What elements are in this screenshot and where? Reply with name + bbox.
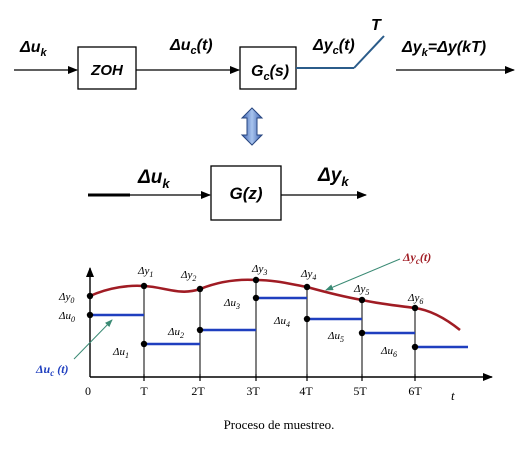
u4-label: Δu4 [273, 315, 290, 329]
zoh-label: ZOH [90, 62, 124, 79]
y2-label: Δy2 [180, 269, 196, 283]
u6-label: Δu6 [380, 345, 397, 359]
tick-label-T: T [140, 384, 148, 398]
top-input-label: Δuk [19, 39, 48, 59]
tick-label-4T: 4T [299, 384, 313, 398]
y6-label: Δy6 [407, 292, 423, 306]
x-tick-labels: 0 T 2T 3T 4T 5T 6T [85, 384, 422, 398]
y-sample-labels: Δy1 Δy2 Δy3 Δy4 Δy5 Δy6 [137, 263, 423, 306]
gz-block [210, 165, 282, 221]
x-ticks [143, 374, 416, 381]
sampling-plot: Δy0 Δu0 Δy1 Δy2 Δy3 Δy4 Δy5 Δy6 Δu1 Δu2 … [35, 250, 493, 403]
uc-steps [90, 296, 468, 349]
x-axis-label: t [451, 388, 455, 403]
gz-label: G(z) [229, 184, 262, 203]
top-output-label: Δyk=Δy(kT) [401, 39, 486, 59]
bottom-input-label: Δuk [137, 167, 170, 191]
uc-pointer [73, 319, 113, 360]
double-arrow-icon [240, 107, 264, 146]
tick-label-3T: 3T [246, 384, 260, 398]
yc-pointer [325, 258, 401, 291]
yc-signal-label: Δyc(t) [312, 37, 355, 57]
yc-curve-label: Δyc(t) [402, 250, 431, 266]
bottom-output-label: Δyk [317, 165, 349, 189]
u-sample-dots [86, 294, 419, 351]
u5-label: Δu5 [327, 330, 344, 344]
sample-lines [143, 280, 416, 377]
u1-label: Δu1 [112, 346, 129, 360]
y3-label: Δy3 [251, 263, 267, 277]
u2-label: Δu2 [167, 326, 184, 340]
sampler-switch [353, 35, 385, 69]
sampler-label: T [371, 17, 382, 34]
tick-label-5T: 5T [353, 384, 367, 398]
top-block-chain: Δuk ZOH Δuc(t) Gc(s) Δyc(t) T Δyk=Δy(kT) [14, 17, 515, 90]
y-sample-dots [86, 276, 419, 312]
bottom-block-chain: Δuk G(z) Δyk [88, 165, 367, 221]
yc-curve [89, 278, 461, 332]
plant-label: Gc(s) [251, 63, 289, 83]
tick-label-2T: 2T [191, 384, 205, 398]
zoh-block [77, 46, 137, 90]
uc-curve-label: Δuc (t) [35, 362, 69, 378]
u0-label: Δu0 [58, 310, 75, 324]
y4-label: Δy4 [300, 268, 316, 282]
y0-label: Δy0 [58, 291, 74, 305]
figure-caption: Proceso de muestreo. [224, 417, 335, 432]
tick-label-6T: 6T [408, 384, 422, 398]
y5-label: Δy5 [353, 283, 369, 297]
u3-label: Δu3 [223, 297, 240, 311]
tick-label-0: 0 [85, 384, 91, 398]
y1-label: Δy1 [137, 265, 153, 279]
uc-signal-label: Δuc(t) [169, 37, 213, 57]
u-sample-labels: Δu1 Δu2 Δu3 Δu4 Δu5 Δu6 [112, 297, 397, 360]
